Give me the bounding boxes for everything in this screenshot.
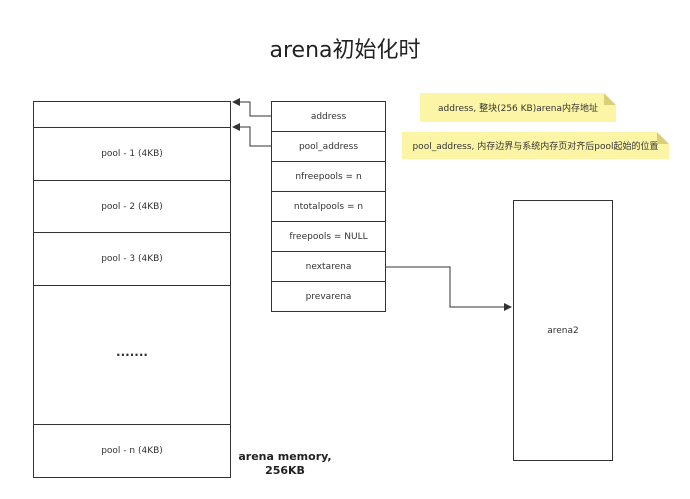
memory-ellipsis: ······· xyxy=(33,285,231,425)
field-nextarena: nextarena xyxy=(271,251,386,282)
field-freepools: freepools = NULL xyxy=(271,221,386,252)
memory-pool-3: pool - 3 (4KB) xyxy=(33,232,231,286)
arrow-pool-address xyxy=(232,123,271,147)
caption-line-1: arena memory, xyxy=(238,450,332,463)
memory-header-block xyxy=(33,101,231,128)
field-address: address xyxy=(271,101,386,132)
diagram-title: arena初始化时 xyxy=(269,38,421,63)
field-ntotalpools: ntotalpools = n xyxy=(271,191,386,222)
memory-caption: arena memory,256KB xyxy=(230,450,340,478)
arrow-nextarena xyxy=(386,266,512,311)
arena2-box: arena2 xyxy=(513,200,613,461)
note-pool-address: pool_address, 内存边界与系统内存页对齐后pool起始的位置 xyxy=(402,132,669,159)
field-prevarena: prevarena xyxy=(271,281,386,312)
caption-line-2: 256KB xyxy=(265,464,305,477)
field-pool-address: pool_address xyxy=(271,131,386,162)
memory-pool-2: pool - 2 (4KB) xyxy=(33,180,231,233)
note-address: address, 整块(256 KB)arena内存地址 xyxy=(420,93,616,122)
arrow-address xyxy=(232,98,271,117)
memory-pool-n: pool - n (4KB) xyxy=(33,424,231,478)
